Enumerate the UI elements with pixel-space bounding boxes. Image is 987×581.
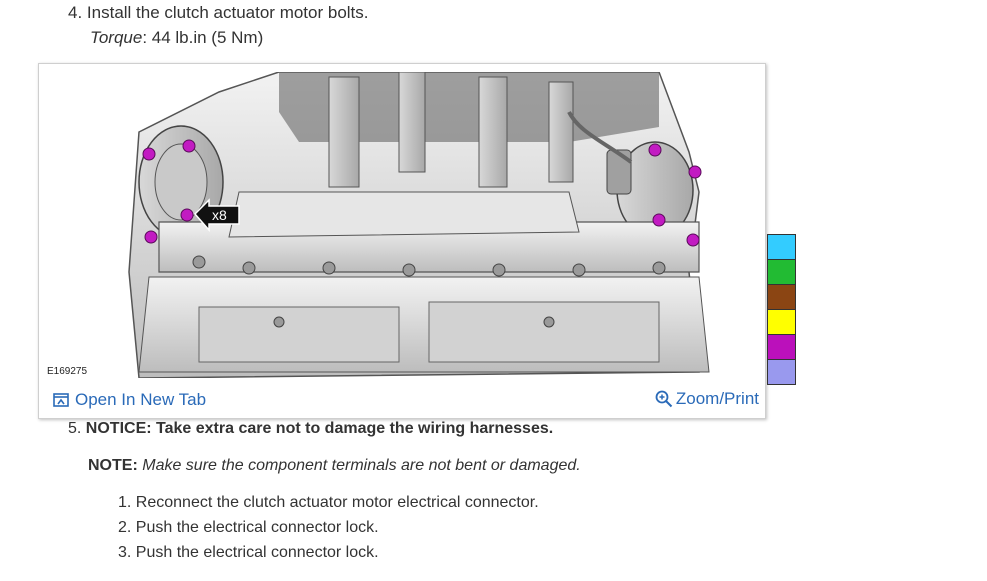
open-in-new-tab-link[interactable]: Open In New Tab bbox=[53, 390, 206, 410]
substep-2: 2. Push the electrical connector lock. bbox=[118, 519, 379, 536]
notice-text: NOTICE: Take extra care not to damage th… bbox=[85, 420, 554, 437]
swatch-brown bbox=[767, 284, 796, 310]
step-4-number: 4. bbox=[68, 3, 83, 22]
swatch-cyan bbox=[767, 234, 796, 260]
torque-value: : 44 lb.in (5 Nm) bbox=[142, 28, 264, 47]
step-5-number: 5. bbox=[68, 420, 82, 437]
swatch-green bbox=[767, 259, 796, 285]
callout-label: x8 bbox=[212, 207, 227, 223]
swatch-lavender bbox=[767, 359, 796, 385]
note-label: NOTE: bbox=[88, 457, 138, 474]
step-5: 5. NOTICE: Take extra care not to damage… bbox=[68, 420, 553, 438]
substep-3: 3. Push the electrical connector lock. bbox=[118, 544, 379, 561]
torque-spec: Torque: 44 lb.in (5 Nm) bbox=[90, 28, 263, 48]
swatch-magenta bbox=[767, 334, 796, 360]
open-new-tab-icon bbox=[53, 393, 69, 407]
color-swatch-column bbox=[767, 234, 796, 385]
step-4-text: Install the clutch actuator motor bolts. bbox=[86, 3, 369, 22]
zoom-print-label: Zoom/Print bbox=[675, 389, 759, 408]
note-text: Make sure the component terminals are no… bbox=[142, 457, 581, 474]
transmission-illustration: x8 bbox=[128, 72, 710, 378]
figure-container: x8 E169275 Open In New Tab Zoom/Print bbox=[38, 63, 766, 419]
zoom-icon bbox=[655, 390, 673, 408]
figure-id: E169275 bbox=[47, 366, 88, 377]
swatch-yellow bbox=[767, 309, 796, 335]
zoom-print-link[interactable]: Zoom/Print bbox=[655, 389, 759, 409]
step-4: 4. Install the clutch actuator motor bol… bbox=[68, 3, 369, 23]
note: NOTE: Make sure the component terminals … bbox=[88, 457, 581, 475]
torque-label: Torque bbox=[90, 28, 143, 47]
open-in-new-tab-label: Open In New Tab bbox=[75, 390, 207, 409]
substep-1: 1. Reconnect the clutch actuator motor e… bbox=[118, 494, 539, 511]
